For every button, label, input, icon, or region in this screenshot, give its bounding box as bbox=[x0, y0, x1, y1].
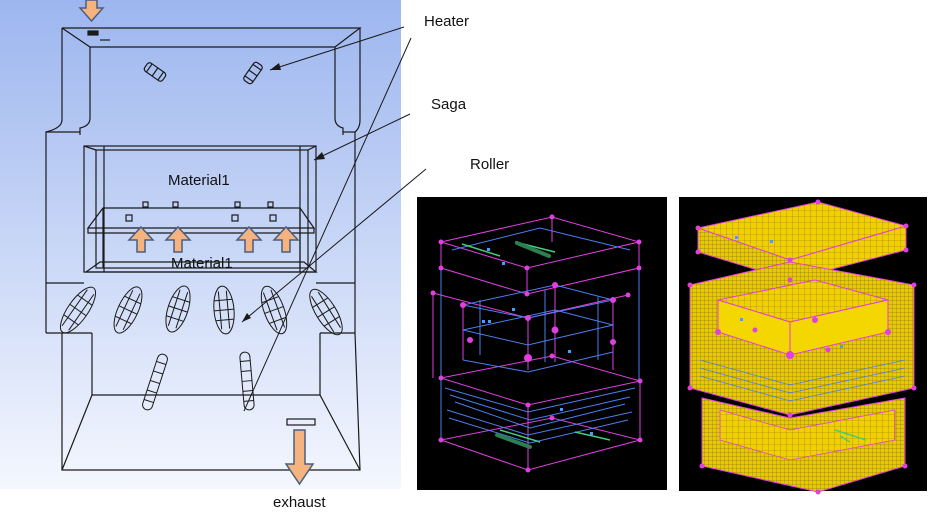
exhaust-label: exhaust bbox=[273, 494, 326, 511]
callout-lines bbox=[241, 26, 427, 412]
heater-bottom bbox=[142, 351, 255, 411]
material-label-bottom: Material1 bbox=[171, 255, 233, 272]
exhaust-arrow-icon bbox=[284, 429, 315, 486]
surface-nodes bbox=[687, 199, 917, 495]
wireframe-nodes bbox=[430, 214, 643, 473]
heater-label: Heater bbox=[424, 13, 469, 30]
inlet-arrow-icon bbox=[78, 0, 105, 23]
wireframe-background bbox=[0, 0, 401, 489]
wireframe-markers bbox=[482, 248, 593, 435]
heater-top bbox=[143, 61, 263, 85]
up-arrow-icon bbox=[164, 225, 192, 253]
up-arrow-icon bbox=[235, 225, 263, 253]
saga-label: Saga bbox=[431, 96, 467, 113]
wireframe-panel bbox=[417, 197, 667, 490]
roller bbox=[165, 285, 191, 333]
heater-element bbox=[243, 61, 263, 85]
roller bbox=[113, 286, 143, 334]
roller-row bbox=[59, 285, 343, 336]
heater-element bbox=[143, 62, 167, 82]
heater-element bbox=[142, 353, 168, 411]
roller bbox=[59, 286, 97, 334]
heater-element bbox=[239, 351, 255, 411]
mesh-surface-view bbox=[679, 197, 927, 495]
roller bbox=[309, 288, 343, 336]
flow-arrows bbox=[78, 0, 315, 486]
up-arrow-icon bbox=[127, 225, 155, 253]
surface-markers bbox=[735, 236, 843, 348]
furnace-wireframe: Material1 Material1 bbox=[0, 0, 401, 489]
furnace-outline bbox=[45, 27, 362, 471]
up-arrow-icon bbox=[272, 225, 300, 253]
roller bbox=[213, 285, 235, 335]
material-label-top: Material1 bbox=[168, 172, 230, 189]
roller-label: Roller bbox=[470, 156, 509, 173]
mesh-wireframe-view bbox=[417, 197, 667, 490]
callout-arrowheads bbox=[242, 63, 325, 322]
